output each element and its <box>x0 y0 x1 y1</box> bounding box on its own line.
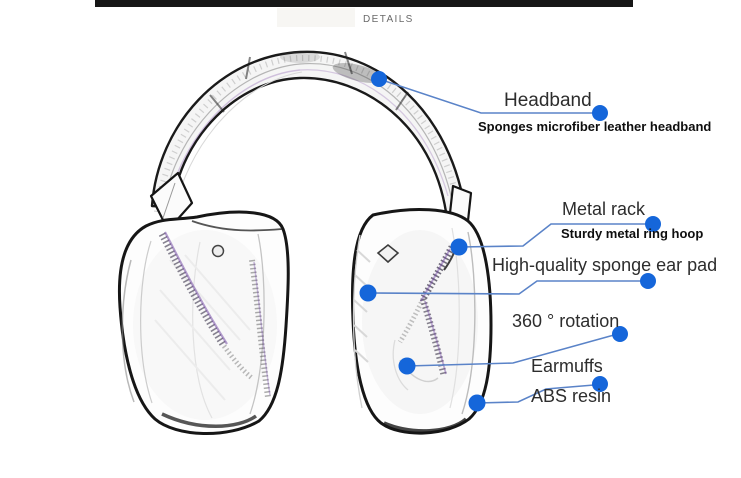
right-earcup-sketch <box>350 208 493 435</box>
top-divider-bar <box>95 0 633 7</box>
label-headband-subtitle: Sponges microfiber leather headband <box>478 119 712 134</box>
label-earmuffs: Earmuffs <box>531 356 603 376</box>
left-earcup-sketch <box>117 210 290 436</box>
callout-dots <box>359 71 661 412</box>
label-headband: Headband <box>504 90 592 111</box>
label-metal-rack: Metal rack <box>562 199 646 219</box>
earmuffs-label-dot-icon <box>592 376 608 392</box>
earmuffs-leader-line <box>476 384 595 404</box>
label-abs-resin: ABS resin <box>531 386 612 406</box>
ear-pad-anchor-dot-icon <box>359 284 377 302</box>
earmuffs-anchor-dot-icon <box>468 394 486 412</box>
headband-sketch <box>150 50 468 218</box>
faint-watermark-box <box>277 8 355 27</box>
label-360-rotation: 360 ° rotation <box>512 311 620 331</box>
metal-rack-leader-line <box>458 223 647 248</box>
rotation-label-dot-icon <box>612 326 628 342</box>
label-metal-rack-subtitle: Sturdy metal ring hoop <box>561 226 704 241</box>
section-title: DETAILS <box>363 14 414 25</box>
headband-label-dot-icon <box>592 105 608 121</box>
ear-pad-label-dot-icon <box>640 273 656 289</box>
metal-rack-label-dot-icon <box>645 216 661 232</box>
ear-pad-leader-line <box>367 280 642 295</box>
headband-leader-line <box>378 78 594 114</box>
metal-rack-anchor-dot-icon <box>450 238 468 256</box>
callout-lines <box>367 78 647 404</box>
rotation-leader-line <box>406 334 615 367</box>
rotation-anchor-dot-icon <box>398 357 416 375</box>
headband-anchor-dot-icon <box>371 71 387 87</box>
label-sponge-ear-pad: High-quality sponge ear pad <box>492 255 718 275</box>
